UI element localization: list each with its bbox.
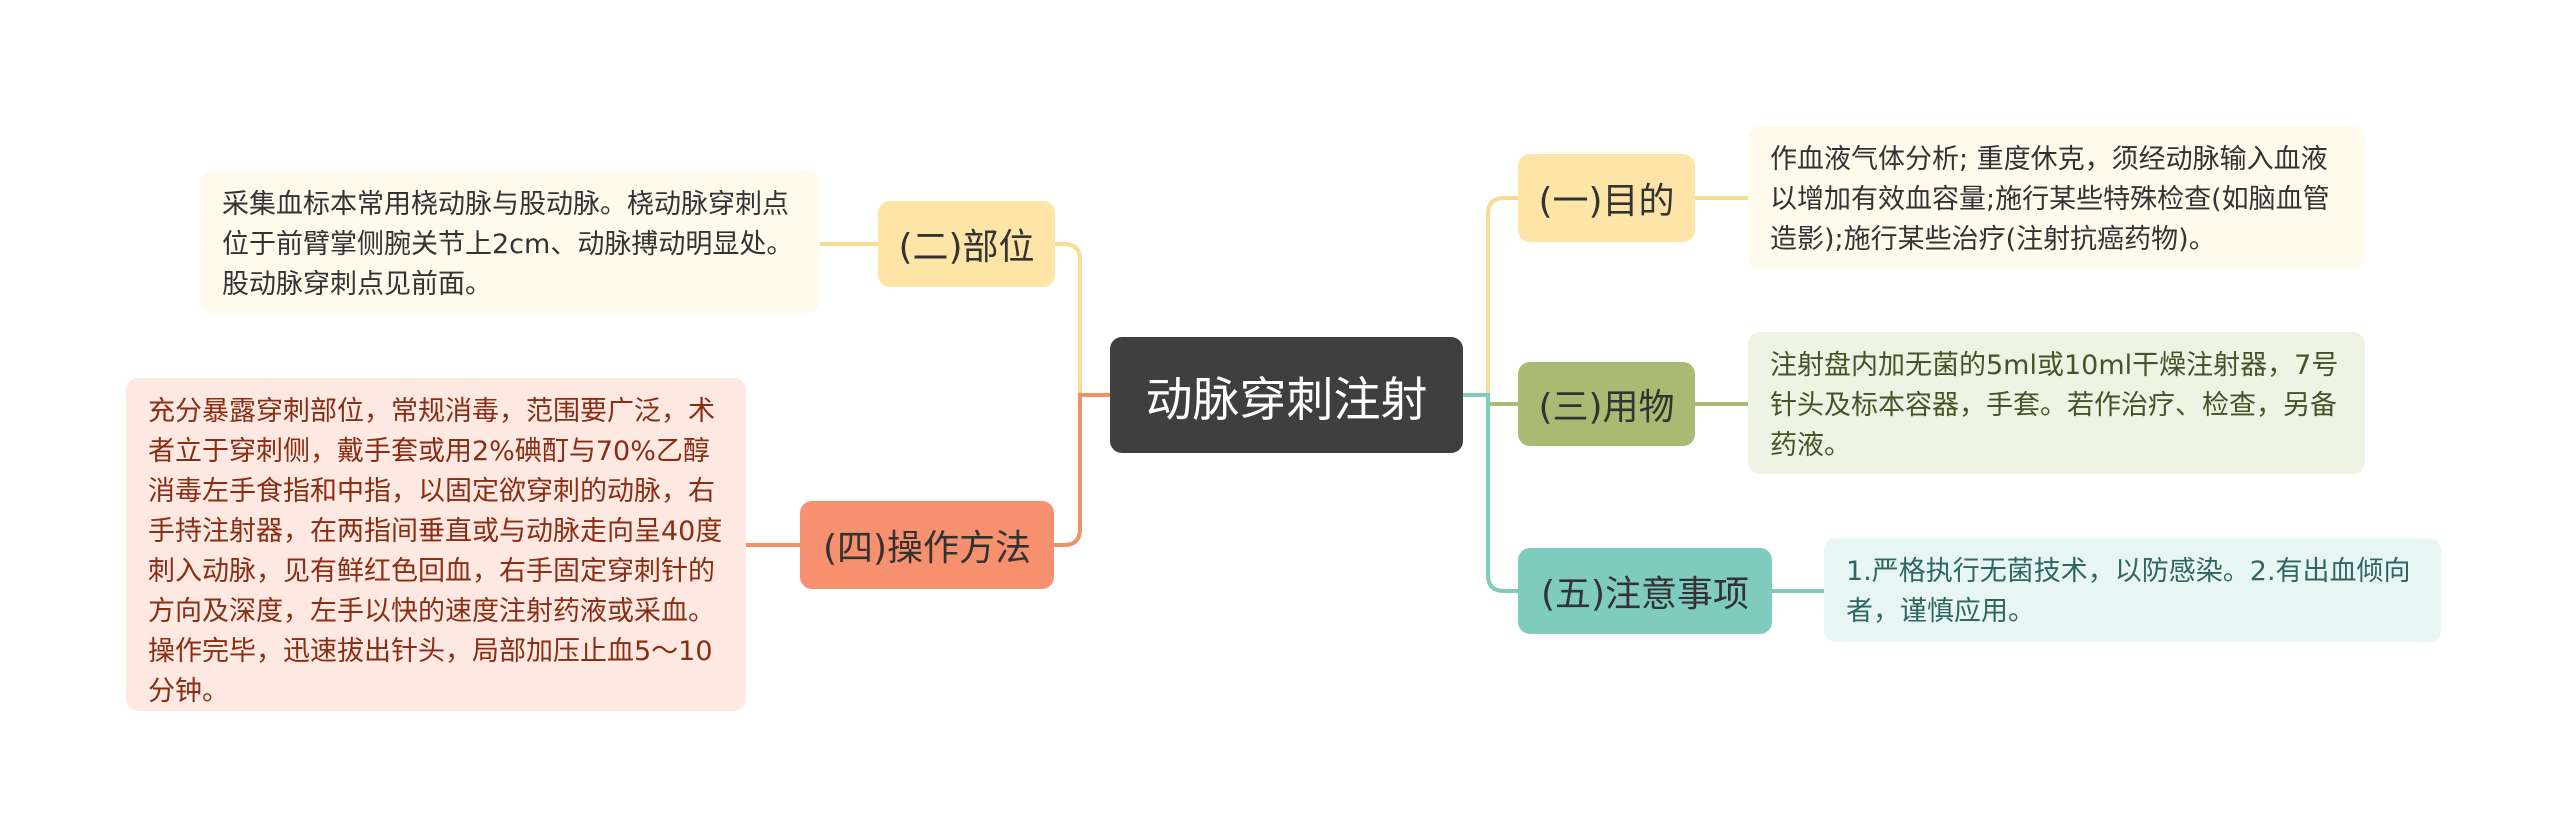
branch-supplies[interactable]: (三)用物	[1518, 362, 1695, 446]
connector-root-b2	[1055, 242, 1110, 397]
leaf-supplies-detail[interactable]: 注射盘内加无菌的5ml或10ml干燥注射器，7号针头及标本容器，手套。若作治疗、…	[1748, 332, 2365, 474]
leaf-procedure-detail[interactable]: 充分暴露穿刺部位，常规消毒，范围要广泛，术者立于穿刺侧，戴手套或用2%碘酊与70…	[126, 378, 746, 711]
leaf-site-detail[interactable]: 采集血标本常用桡动脉与股动脉。桡动脉穿刺点位于前臂掌侧腕关节上2cm、动脉搏动明…	[200, 171, 820, 313]
branch-purpose[interactable]: (一)目的	[1518, 154, 1695, 242]
connector-root-b4	[1054, 393, 1110, 547]
connector-root-b1	[1463, 196, 1518, 397]
root-node[interactable]: 动脉穿刺注射	[1110, 337, 1463, 453]
branch-procedure[interactable]: (四)操作方法	[800, 501, 1054, 589]
branch-site[interactable]: (二)部位	[878, 201, 1055, 287]
leaf-precautions-detail[interactable]: 1.严格执行无菌技术，以防感染。2.有出血倾向者，谨慎应用。	[1824, 538, 2441, 642]
leaf-purpose-detail[interactable]: 作血液气体分析; 重度休克，须经动脉输入血液以增加有效血容量;施行某些特殊检查(…	[1748, 126, 2365, 268]
branch-precautions[interactable]: (五)注意事项	[1518, 548, 1772, 634]
connector-root-b5	[1463, 393, 1518, 593]
